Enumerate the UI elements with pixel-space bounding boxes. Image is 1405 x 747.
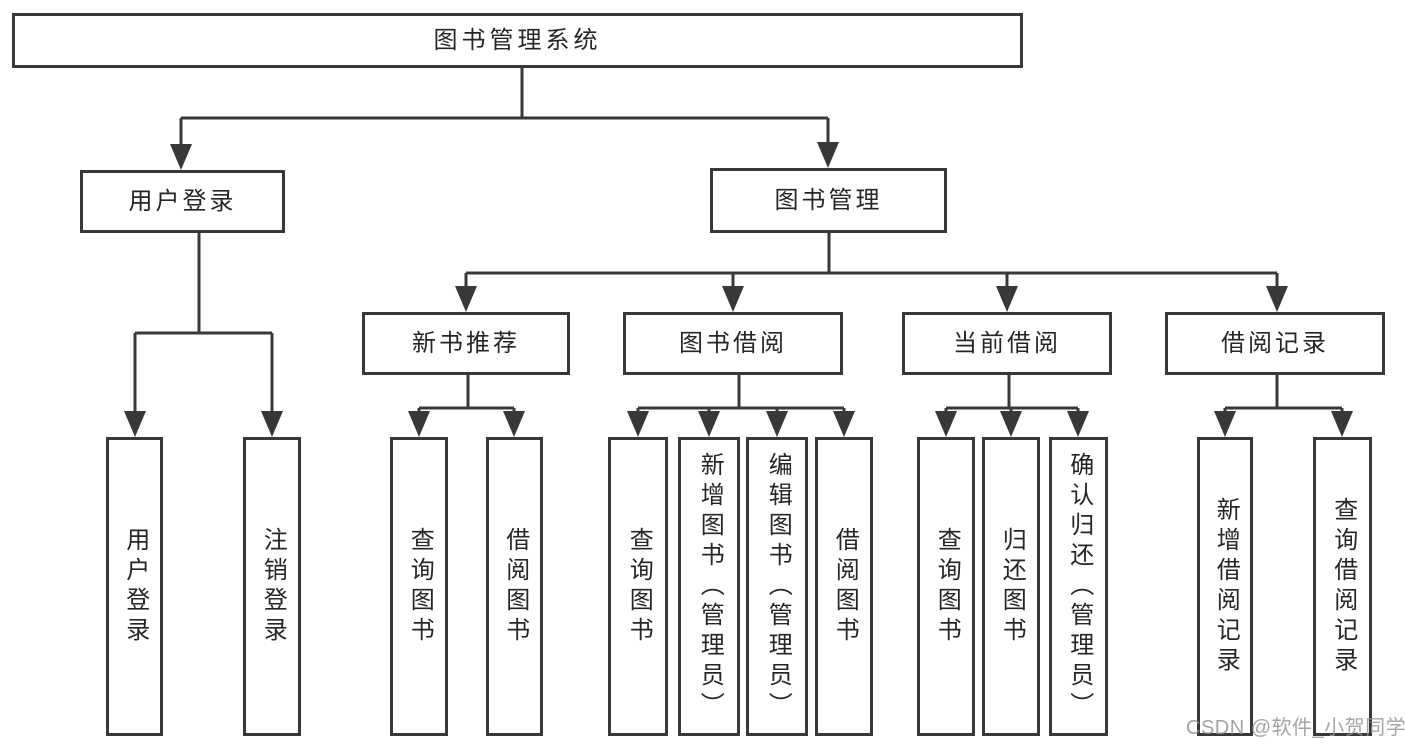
leaf-label: 确认归还（管理员）	[1065, 451, 1093, 722]
node-label: 当前借阅	[953, 329, 1061, 357]
leaf-confirm-return-admin: 确认归还（管理员）	[1049, 437, 1108, 736]
leaf-query-books-current: 查询图书	[917, 437, 975, 736]
arrow-down-icon	[1266, 286, 1288, 312]
leaf-label: 新增借阅记录	[1212, 496, 1240, 677]
arrow-down-icon	[1000, 411, 1022, 437]
connector-book-borrowing-children	[636, 375, 846, 413]
node-book-borrowing: 图书借阅	[623, 312, 843, 375]
connector-current-borrowing-children	[944, 375, 1080, 413]
arrow-down-icon	[817, 142, 839, 168]
leaf-label: 借阅图书	[501, 526, 529, 647]
arrow-down-icon	[503, 411, 525, 437]
arrow-down-icon	[1214, 411, 1236, 437]
arrow-down-icon	[455, 286, 477, 312]
arrow-down-icon	[170, 144, 192, 170]
watermark: CSDN @软件_小贺同学	[1186, 717, 1405, 739]
arrow-down-icon	[996, 286, 1018, 312]
leaf-user-login: 用户登录	[106, 437, 163, 736]
leaf-label: 编辑图书（管理员）	[764, 451, 792, 722]
node-label: 新书推荐	[412, 329, 520, 357]
leaf-label: 归还图书	[998, 526, 1026, 647]
node-label: 图书管理	[774, 186, 883, 214]
arrow-down-icon	[1331, 411, 1353, 437]
leaf-label: 注销登录	[259, 526, 287, 647]
arrow-down-icon	[261, 411, 283, 437]
leaf-query-borrow-record: 查询借阅记录	[1313, 437, 1372, 736]
leaf-query-books-recommend: 查询图书	[390, 437, 448, 736]
arrow-down-icon	[935, 411, 957, 437]
leaf-edit-books-admin: 编辑图书（管理员）	[746, 437, 808, 736]
arrow-down-icon	[627, 411, 649, 437]
connector-root-to-level2	[179, 68, 830, 146]
leaf-borrow-books-borrowing: 借阅图书	[815, 437, 873, 736]
node-new-book-recommendation: 新书推荐	[362, 312, 570, 375]
arrow-down-icon	[124, 411, 146, 437]
arrow-down-icon	[833, 411, 855, 437]
leaf-add-borrow-record: 新增借阅记录	[1197, 437, 1253, 736]
node-borrowing-records: 借阅记录	[1165, 312, 1385, 375]
leaf-add-books-admin: 新增图书（管理员）	[678, 437, 740, 736]
connector-borrowing-records-children	[1223, 375, 1344, 413]
node-label: 用户登录	[128, 187, 237, 215]
arrow-down-icon	[1067, 411, 1089, 437]
leaf-query-books-borrowing: 查询图书	[608, 437, 668, 736]
leaf-label: 查询图书	[933, 526, 961, 647]
leaf-borrow-books-recommend: 借阅图书	[486, 437, 543, 736]
leaf-label: 查询借阅记录	[1329, 496, 1357, 677]
leaf-label: 查询图书	[625, 526, 653, 647]
leaf-return-books: 归还图书	[982, 437, 1040, 736]
connector-user-login-children	[133, 233, 274, 413]
node-user-login: 用户登录	[80, 170, 285, 233]
node-library-management-system: 图书管理系统	[12, 13, 1023, 68]
arrow-down-icon	[408, 411, 430, 437]
leaf-label: 新增图书（管理员）	[696, 451, 724, 722]
leaf-label: 用户登录	[121, 526, 149, 647]
connector-book-management-children	[464, 233, 1279, 288]
arrow-down-icon	[722, 286, 744, 312]
node-label: 图书管理系统	[433, 26, 602, 54]
node-book-management: 图书管理	[710, 168, 947, 233]
leaf-label: 查询图书	[406, 526, 434, 647]
node-label: 图书借阅	[679, 329, 787, 357]
leaf-label: 借阅图书	[831, 526, 859, 647]
node-label: 借阅记录	[1221, 329, 1329, 357]
node-current-borrowing: 当前借阅	[902, 312, 1112, 375]
connector-new-book-children	[417, 375, 516, 413]
leaf-logout-login: 注销登录	[243, 437, 301, 736]
arrow-down-icon	[698, 411, 720, 437]
arrow-down-icon	[766, 411, 788, 437]
